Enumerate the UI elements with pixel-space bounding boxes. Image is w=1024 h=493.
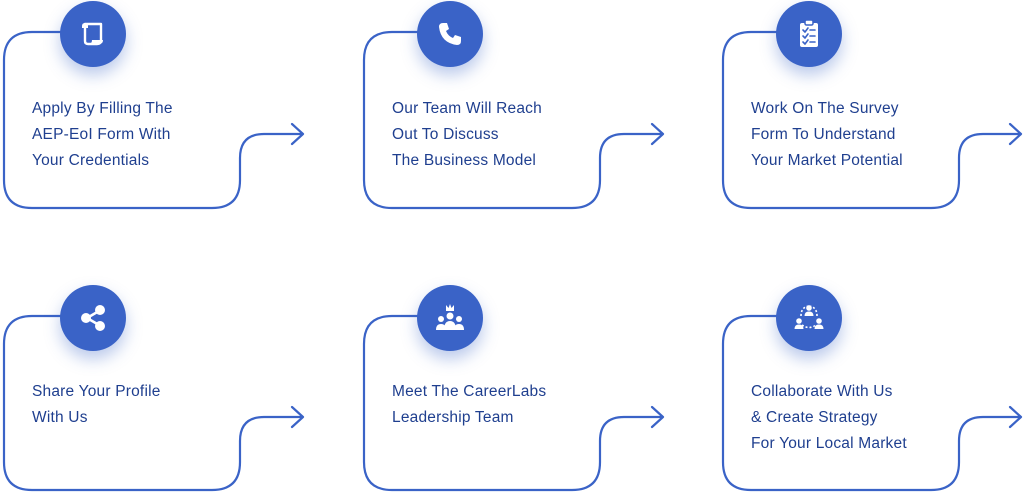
step-6-frame [721,314,1023,492]
step-2-line: Out To Discuss [392,126,499,143]
step-3-line: Work On The Survey [751,100,899,117]
step-1-line: Your Credentials [32,152,150,169]
phone-icon [439,23,461,45]
step-6-description: Collaborate With Us & Create Strategy Fo… [751,379,971,457]
step-6-line: For Your Local Market [751,435,907,452]
step-3-description: Work On The Survey Form To Understand Yo… [751,96,971,174]
step-4-icon-badge [60,285,126,351]
scroll-icon [82,22,103,46]
step-3-line: Your Market Potential [751,152,903,169]
crowned-team-icon [436,304,464,330]
step-1-frame [2,30,305,210]
share-icon [81,305,105,331]
step-3-frame [721,30,1023,210]
step-4-line: Share Your Profile [32,383,161,400]
step-1-line: Apply By Filling The [32,100,173,117]
step-6-line: & Create Strategy [751,409,878,426]
step-1-description: Apply By Filling The AEP-EoI Form With Y… [32,96,252,174]
step-4-description: Share Your Profile With Us [32,379,252,431]
step-6-line: Collaborate With Us [751,383,893,400]
step-5-frame [362,314,665,492]
step-2-icon-badge [417,1,483,67]
step-5-line: Meet The CareerLabs [392,383,547,400]
step-2-description: Our Team Will Reach Out To Discuss The B… [392,96,612,174]
collaboration-icon [794,305,824,329]
step-3-line: Form To Understand [751,126,896,143]
step-2-line: Our Team Will Reach [392,100,542,117]
step-1-icon-badge [60,1,126,67]
step-4-line: With Us [32,409,88,426]
step-5-line: Leadership Team [392,409,514,426]
step-5-icon-badge [417,285,483,351]
step-1-line: AEP-EoI Form With [32,126,171,143]
step-6-icon-badge [776,285,842,351]
step-4-frame [2,314,305,492]
step-3-icon-badge [776,1,842,67]
step-5-description: Meet The CareerLabs Leadership Team [392,379,612,431]
step-2-line: The Business Model [392,152,537,169]
step-2-frame [362,30,665,210]
clipboard-checklist-icon [800,19,818,47]
